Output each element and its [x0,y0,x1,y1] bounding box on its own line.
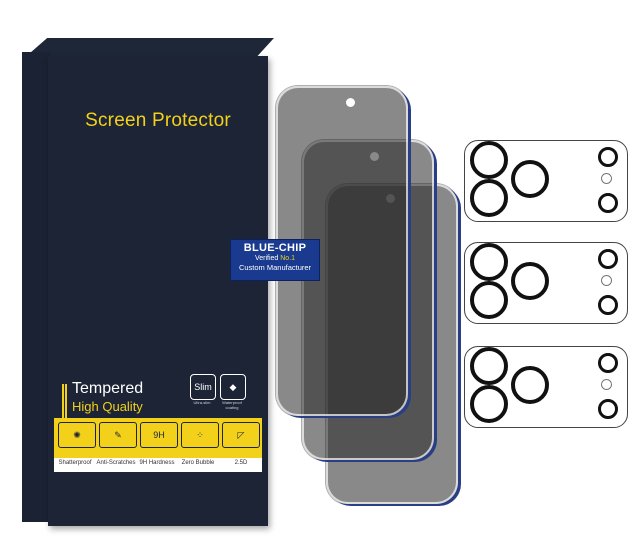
lens-protector-3 [464,346,628,428]
feature-captions: Shatterproof Anti-Scratches 9H Hardness … [54,458,262,472]
tempered-stripes-icon [62,384,68,418]
slim-badge-caption: Ultra-slim [193,400,211,405]
flash-icon [601,173,612,184]
verified-line: Verified No.1 [231,255,319,262]
feature-caption: Zero Bubble [181,460,215,466]
sensor-ring-icon [598,147,618,167]
lens-ring-icon [470,347,508,385]
brand-name: BLUE-CHIP [243,242,307,254]
shatter-icon: ✺ [58,422,96,448]
lens-ring-icon [470,243,508,281]
lens-ring-icon [470,179,508,217]
flash-icon [601,379,612,390]
lens-protector-2 [464,242,628,324]
verified-text: Verified [254,255,279,262]
lens-ring-icon [511,262,549,300]
edge-icon: ◸ [222,422,260,448]
rank-text: No.1 [280,255,296,262]
sensor-ring-icon [598,193,618,213]
lens-ring-icon [470,385,508,423]
sensor-ring-icon [598,399,618,419]
hardness-icon: 9H [140,422,178,448]
bubble-icon: ⁘ [181,422,219,448]
waterproof-badge-glyph: ◆ [229,381,237,392]
sensor-ring-icon [598,295,618,315]
brand-label: BLUE-CHIP Verified No.1 Custom Manufactu… [230,239,320,281]
feature-caption: Anti-Scratches [96,460,136,466]
lens-ring-icon [511,366,549,404]
feature-caption: Shatterproof [58,460,92,466]
waterproof-badge-caption: Waterproof coating [222,400,242,410]
feature-caption: 2.5D [234,460,248,466]
feature-strip: ✺ ✎ 9H ⁘ ◸ [54,418,262,458]
camera-cutout-icon [346,98,355,107]
sensor-ring-icon [598,353,618,373]
lens-protector-1 [464,140,628,222]
box-side [22,52,50,522]
box-top [22,38,274,60]
quality-label: High Quality [72,399,143,414]
waterproof-badge-icon: ◆ [220,374,246,400]
slim-badge-label: Slim [194,382,212,392]
scratch-icon: ✎ [99,422,137,448]
lens-ring-icon [470,281,508,319]
lens-ring-icon [470,141,508,179]
feature-caption: 9H Hardness [139,460,175,466]
brand-subtitle: Custom Manufacturer [238,263,312,272]
slim-badge-icon: Slim [190,374,216,400]
tempered-label: Tempered [72,380,144,397]
box-title: Screen Protector [85,110,231,131]
flash-icon [601,275,612,286]
sensor-ring-icon [598,249,618,269]
lens-ring-icon [511,160,549,198]
